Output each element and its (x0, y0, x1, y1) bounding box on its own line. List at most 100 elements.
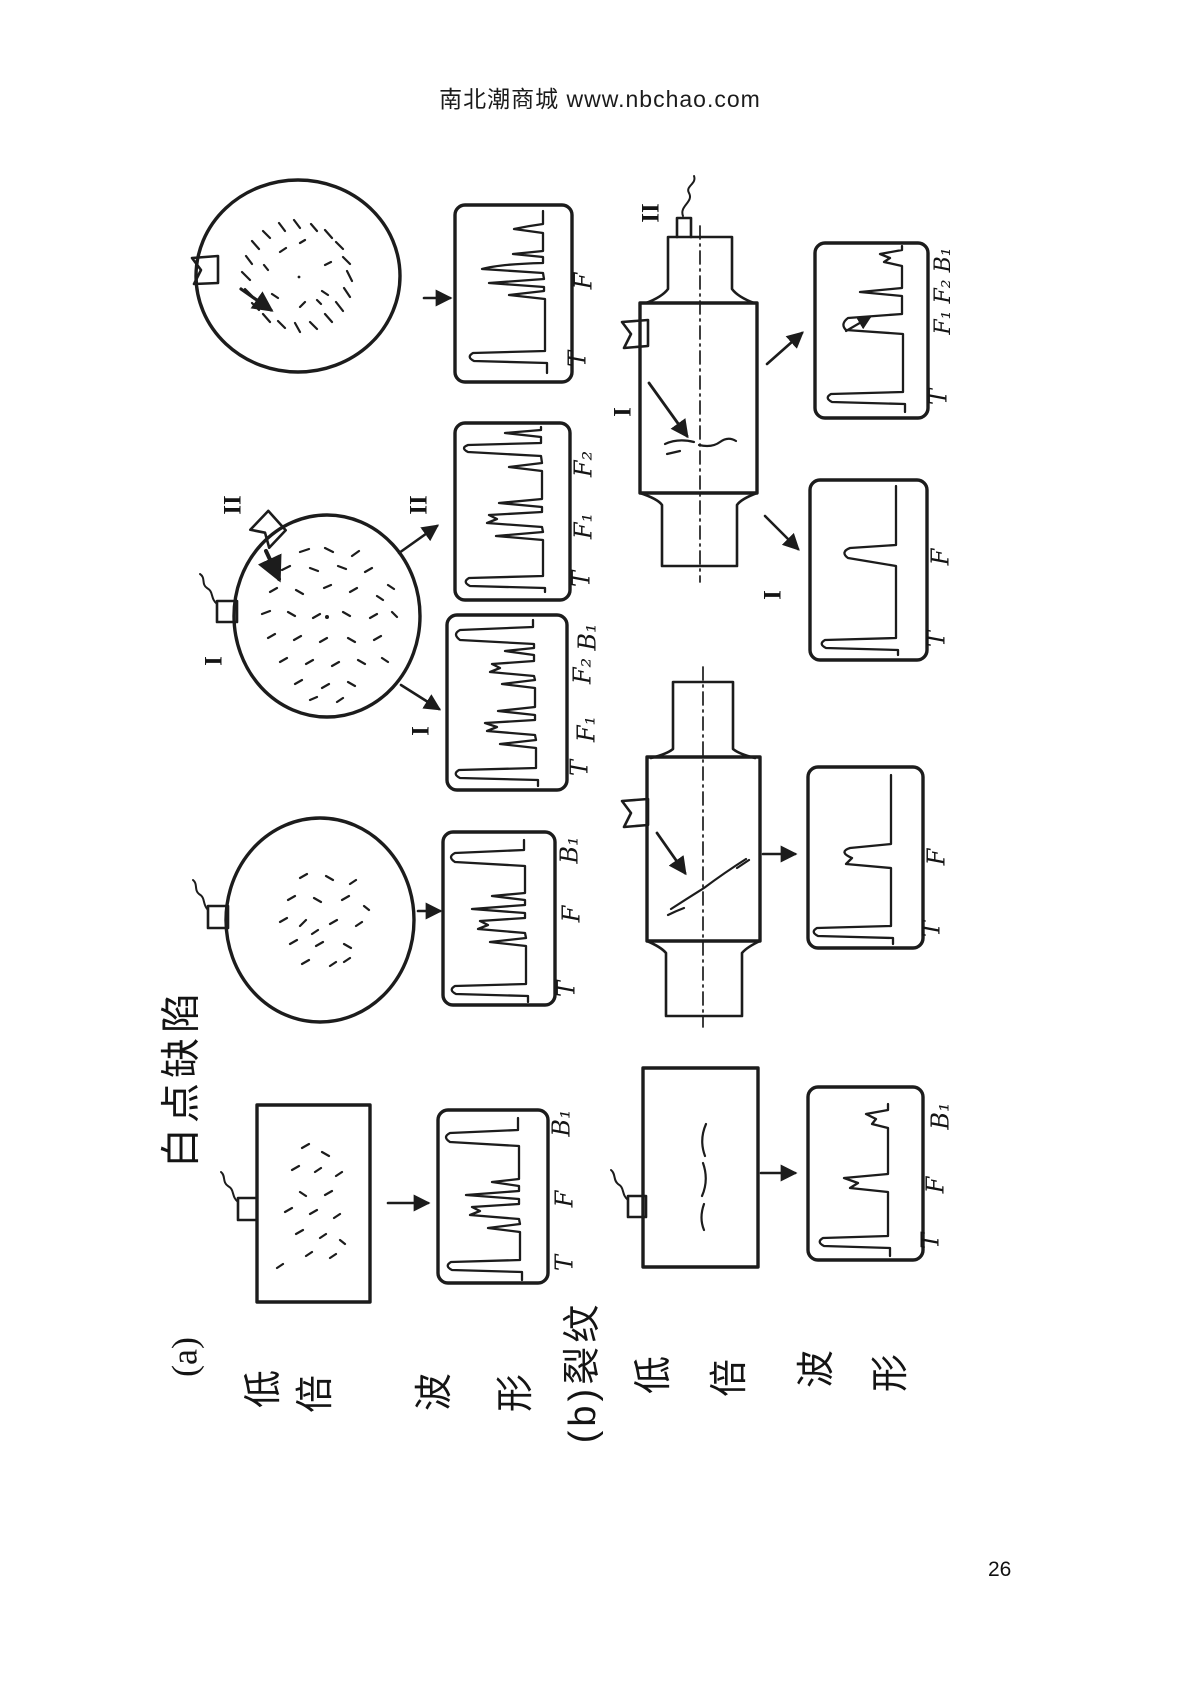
arrow-to-wave-II (765, 331, 804, 366)
disc-outline (224, 816, 416, 1024)
shaft-body (645, 755, 762, 943)
probe-label-I: I (610, 407, 637, 417)
probe-cable (220, 1171, 239, 1203)
probe-cable (199, 573, 218, 605)
bar-specimen (220, 1103, 431, 1304)
scope-frame (436, 1108, 550, 1285)
defect-dashes (240, 218, 354, 334)
label-F1F2B1: F₁ F₂ B₁ (931, 247, 956, 335)
waveform-box-5: B₁ F T (436, 1108, 579, 1285)
probe-icon (236, 1196, 259, 1222)
disc-specimen-1 (190, 178, 453, 374)
scope-frame (813, 241, 930, 420)
arrow-label-I: I (760, 590, 787, 600)
section-b-caption: (b)裂纹 (562, 1301, 604, 1443)
disc-outline (194, 178, 402, 374)
shaft-specimen-2 (620, 666, 798, 1028)
label-B1: B₁ (927, 1102, 955, 1130)
label-T: T (918, 919, 946, 937)
page-number: 26 (988, 1558, 1012, 1581)
row-label-macro-2: 倍 (709, 1359, 751, 1397)
bar-outline (255, 1103, 372, 1304)
section-a-title: 白点缺陷 (160, 988, 204, 1168)
a-scan-trace (454, 618, 540, 788)
section-b: II I F₁ F₂ B₁ T I F T (562, 175, 956, 1443)
probe-icon (206, 904, 230, 930)
scope-frame (445, 613, 569, 792)
crack (666, 857, 751, 917)
scope-frame (453, 421, 572, 602)
label-T: T (551, 1253, 579, 1271)
a-scan-trace (462, 425, 547, 594)
a-scan-trace (812, 773, 895, 946)
label-T: T (566, 758, 594, 776)
label-F1: F₁ (570, 513, 598, 540)
defect-dashes (275, 1142, 347, 1270)
probe-icon (215, 599, 239, 624)
scope-frame (806, 1085, 925, 1262)
label-T: T (568, 569, 596, 587)
probe-label-I: I (201, 656, 228, 666)
row-label-wave-1: 波 (414, 1373, 456, 1411)
waveform-box-3: B₁ F₂ F₁ T (445, 613, 602, 792)
disc-specimen-2: II I II I (199, 495, 442, 736)
waveform-box-b3: F T (806, 765, 951, 950)
label-F: F (558, 904, 586, 923)
shaft-neck-bottom (638, 491, 759, 568)
probe-icon (249, 509, 287, 550)
center-mark (325, 615, 329, 619)
a-scan-trace (449, 838, 530, 1004)
waveform-box-4: B₁ F T (441, 830, 586, 1007)
label-T: T (925, 387, 953, 405)
waveform-box-b2: I F T (760, 478, 955, 662)
beam-arrow (655, 831, 687, 876)
arrow-label-I: I (408, 726, 435, 736)
label-T: T (564, 349, 592, 367)
waveform-box-2: F₂ F₁ T (453, 421, 598, 602)
a-scan-trace (820, 484, 900, 657)
row-label-wave-2: 形 (495, 1374, 537, 1412)
label-F: F (923, 847, 951, 866)
label-F: F (927, 547, 955, 566)
label-T: T (917, 1231, 945, 1249)
label-T: T (553, 979, 581, 997)
beam-arrow (647, 381, 689, 439)
label-B1: B₁ (548, 1109, 576, 1137)
defect-dashes (260, 546, 399, 704)
a-scan-trace (826, 244, 907, 414)
beam-arrow (239, 287, 274, 312)
probe-icon (190, 254, 220, 286)
beam-arrow (257, 549, 282, 583)
section-a: F T II I II I (160, 178, 602, 1413)
shaft-body (638, 301, 759, 495)
label-F1: F₁ (573, 716, 601, 743)
probe-label-II: II (220, 495, 247, 514)
waveform-box-b1: F₁ F₂ B₁ T (813, 241, 956, 420)
probe-cable (610, 1169, 629, 1201)
probe-icon (675, 216, 693, 239)
crack (663, 437, 738, 456)
row-label-macro-2: 倍 (295, 1375, 337, 1413)
arrow-label-II: II (406, 495, 433, 514)
probe-icon (626, 1194, 648, 1219)
center-mark (297, 275, 301, 279)
shaft-specimen-1: II I (610, 175, 804, 583)
a-scan-trace (818, 1102, 892, 1258)
probe-label-II: II (638, 203, 665, 222)
waveform-box-1: F T (453, 203, 598, 384)
site-watermark: 南北潮商城 www.nbchao.com (439, 86, 761, 112)
row-label-wave-1: 波 (796, 1350, 838, 1388)
pointer-arrow (844, 315, 872, 333)
label-F2: F₂ (570, 451, 598, 478)
row-label-macro-1: 低 (243, 1370, 285, 1408)
bar-outline (641, 1066, 760, 1269)
disc-outline (232, 513, 422, 719)
arrow-to-wave-II (397, 524, 440, 555)
section-a-caption: (a) (164, 1337, 204, 1377)
scope-frame (453, 203, 574, 384)
defect-dashes (278, 872, 371, 968)
label-F: F (570, 271, 598, 290)
arrow-to-wave-I (763, 514, 800, 551)
